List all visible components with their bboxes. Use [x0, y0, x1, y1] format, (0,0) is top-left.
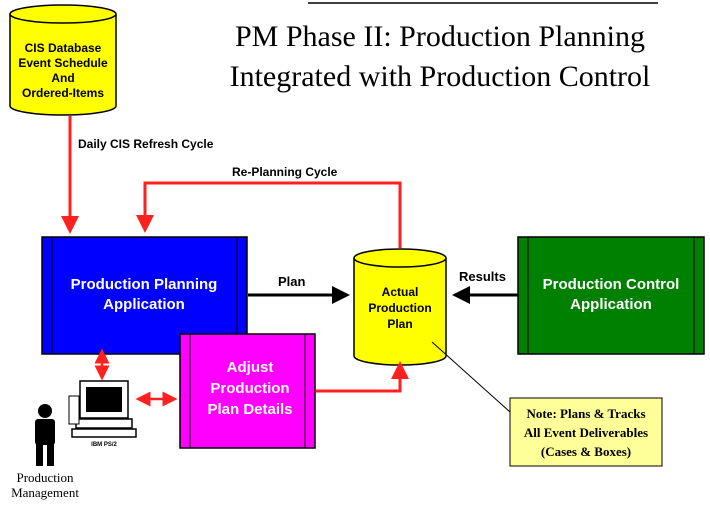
planning-app-label-1: Production Planning	[71, 276, 218, 293]
adjust-label-1: Adjust	[227, 359, 274, 376]
cis-database-label-4: Ordered-Items	[22, 86, 104, 100]
computer-label: IBM PS/2	[91, 442, 117, 448]
production-planning-application[interactable]: Production Planning Application	[41, 236, 248, 355]
planning-app-label-2: Application	[103, 296, 185, 313]
cis-database-label-1: CIS Database	[25, 41, 102, 55]
note-line-3: (Cases & Boxes)	[541, 444, 631, 459]
computer-workstation-icon: IBM PS/2	[68, 380, 137, 448]
production-control-application[interactable]: Production Control Application	[517, 236, 705, 355]
note-box: Note: Plans & Tracks All Event Deliverab…	[509, 397, 663, 467]
adjust-to-plan-arrow	[316, 361, 409, 393]
adjust-label-2: Production	[210, 380, 289, 397]
person-label-1: Production	[16, 470, 74, 485]
title-line-2: Integrated with Production Control	[230, 60, 651, 93]
cis-database-cylinder[interactable]: CIS Database Event Schedule And Ordered-…	[9, 4, 117, 116]
adjust-plan-details-box[interactable]: Adjust Production Plan Details	[179, 333, 316, 449]
note-connector-line	[431, 341, 511, 413]
control-app-label-1: Production Control	[543, 276, 680, 293]
control-app-label-2: Application	[570, 296, 652, 313]
cis-database-label-3: And	[51, 71, 74, 85]
replanning-label: Re-Planning Cycle	[232, 165, 338, 179]
person-label-2: Management	[11, 485, 79, 500]
results-label: Results	[459, 269, 506, 284]
adjust-label-3: Plan Details	[207, 401, 292, 418]
actual-plan-label-2: Production	[368, 301, 431, 315]
note-line-2: All Event Deliverables	[524, 425, 648, 440]
actual-plan-label-3: Plan	[387, 317, 412, 331]
title-line-1: PM Phase II: Production Planning	[235, 20, 645, 53]
actual-production-plan-cylinder[interactable]: Actual Production Plan	[353, 248, 447, 366]
page-title: PM Phase II: Production Planning Integra…	[230, 2, 658, 93]
person-icon	[35, 404, 55, 466]
replanning-arrow	[136, 181, 402, 248]
actual-plan-label-1: Actual	[382, 285, 419, 299]
cis-database-label-2: Event Schedule	[18, 56, 108, 70]
daily-refresh-label: Daily CIS Refresh Cycle	[78, 137, 214, 151]
note-line-1: Note: Plans & Tracks	[526, 406, 645, 421]
plan-label: Plan	[278, 274, 306, 289]
